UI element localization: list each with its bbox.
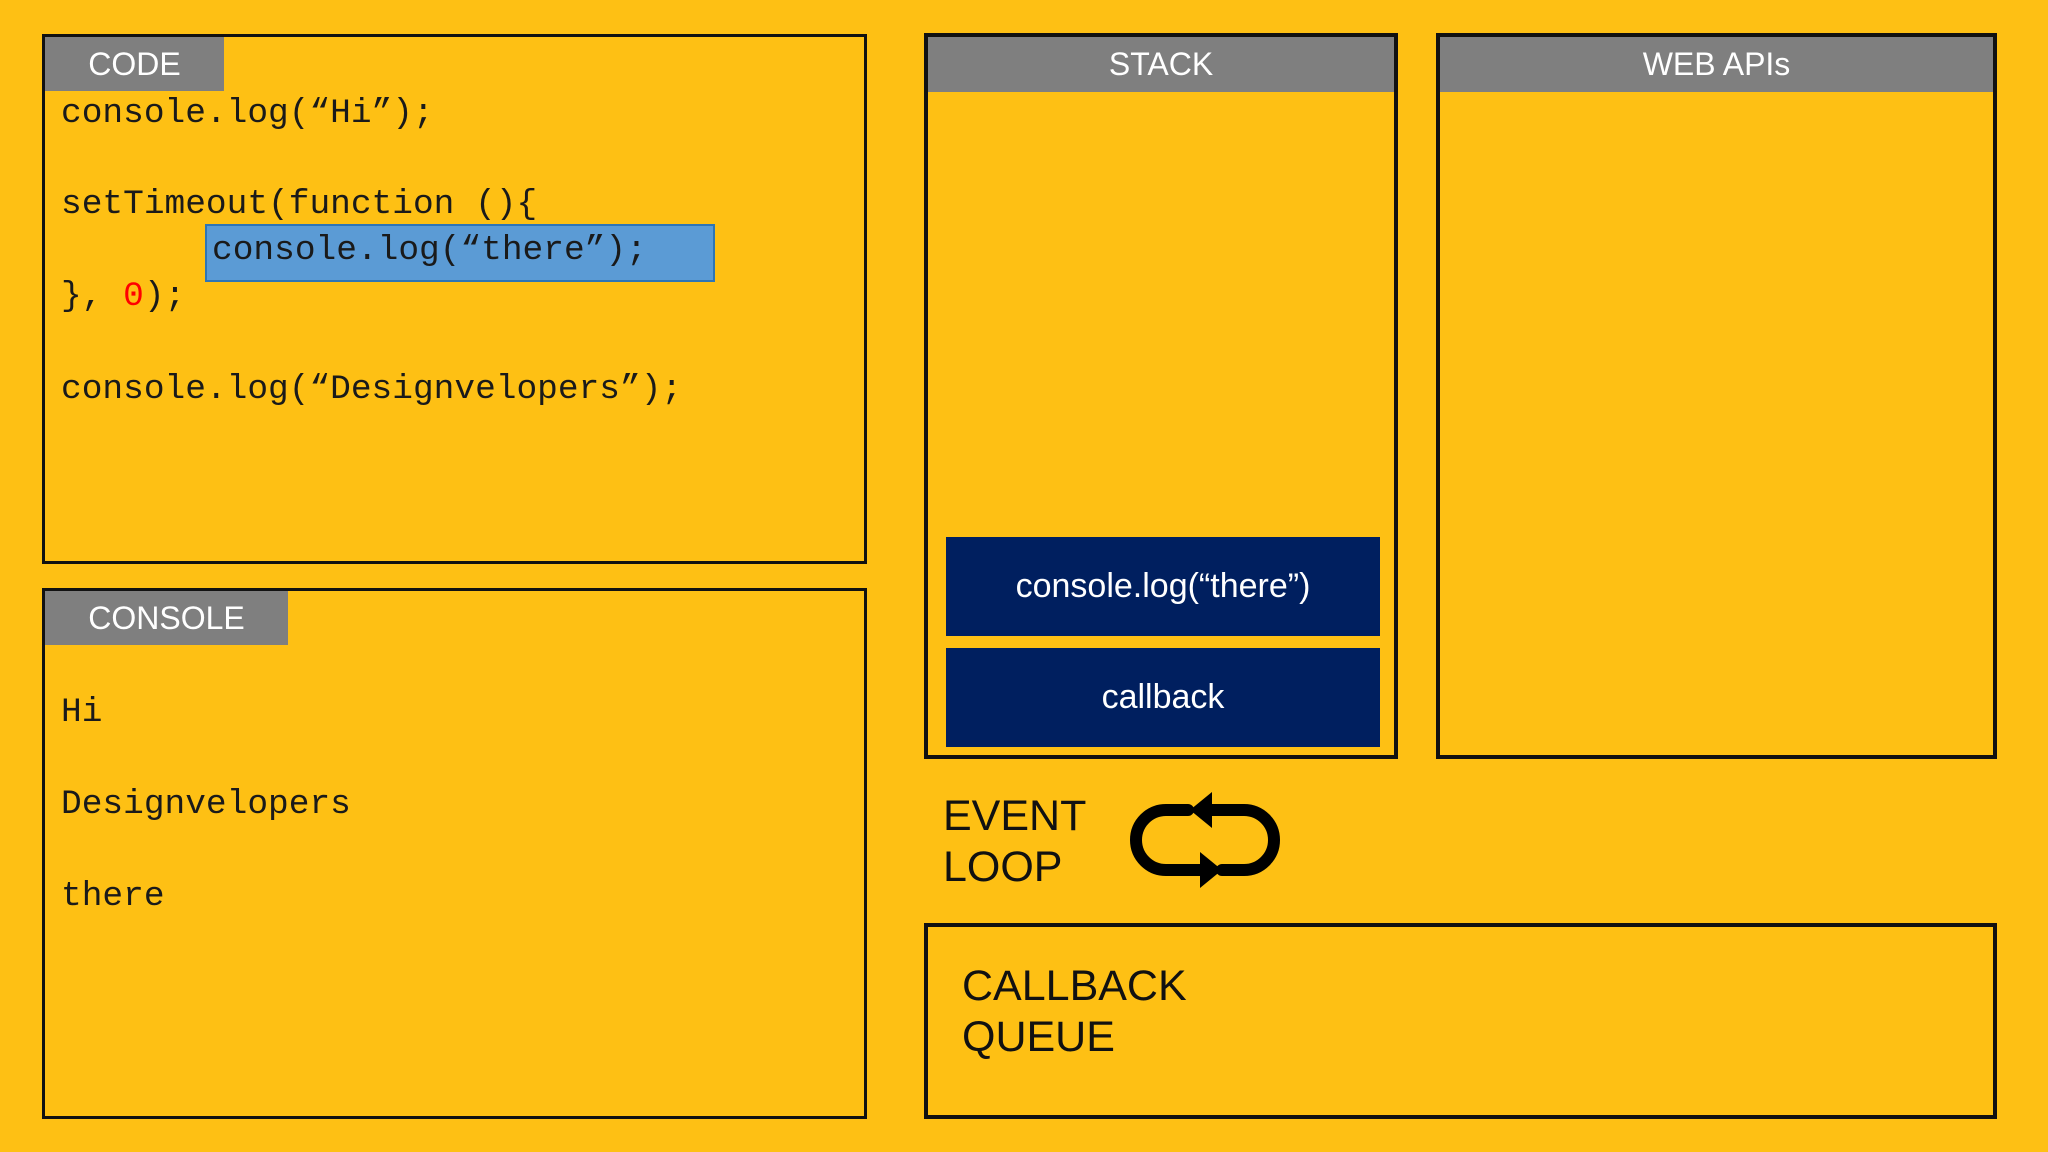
console-tab: CONSOLE xyxy=(45,591,288,645)
stack-frame-console-log: console.log(“there”) xyxy=(946,537,1380,636)
timeout-delay-number: 0 xyxy=(123,277,144,316)
web-apis-panel: WEB APIs xyxy=(1436,33,1997,759)
console-output-1: Hi xyxy=(61,693,103,732)
code-panel: CODE console.log(“Hi”); setTimeout(funct… xyxy=(42,34,867,564)
code-line-3: console.log(“there”); xyxy=(212,231,647,270)
code-line-1: console.log(“Hi”); xyxy=(61,94,434,133)
event-loop-line-2: LOOP xyxy=(943,843,1063,891)
code-line-4-end: ); xyxy=(143,277,186,316)
callback-queue-line-1: CALLBACK xyxy=(962,962,1187,1010)
code-line-2: setTimeout(function (){ xyxy=(61,185,538,224)
console-output-2: Designvelopers xyxy=(61,785,351,824)
stack-frame-callback: callback xyxy=(946,648,1380,747)
loop-arrows-icon xyxy=(1130,792,1280,888)
stack-tab: STACK xyxy=(928,37,1394,92)
callback-queue-line-2: QUEUE xyxy=(962,1013,1115,1061)
stack-panel: STACK console.log(“there”) callback xyxy=(924,33,1398,759)
callback-queue-label: CALLBACK QUEUE xyxy=(962,961,1187,1063)
event-loop-line-1: EVENT xyxy=(943,792,1087,840)
code-line-4-brace: }, xyxy=(61,277,103,316)
code-line-4: }, 0); xyxy=(61,277,185,316)
web-apis-tab: WEB APIs xyxy=(1440,37,1993,92)
console-panel: CONSOLE Hi Designvelopers there xyxy=(42,588,867,1119)
callback-queue-panel: CALLBACK QUEUE xyxy=(924,923,1997,1119)
event-loop-label: EVENT LOOP xyxy=(943,791,1086,893)
console-output-3: there xyxy=(61,877,165,916)
current-line-highlight xyxy=(205,224,715,282)
code-tab: CODE xyxy=(45,37,224,91)
code-line-5: console.log(“Designvelopers”); xyxy=(61,370,683,409)
